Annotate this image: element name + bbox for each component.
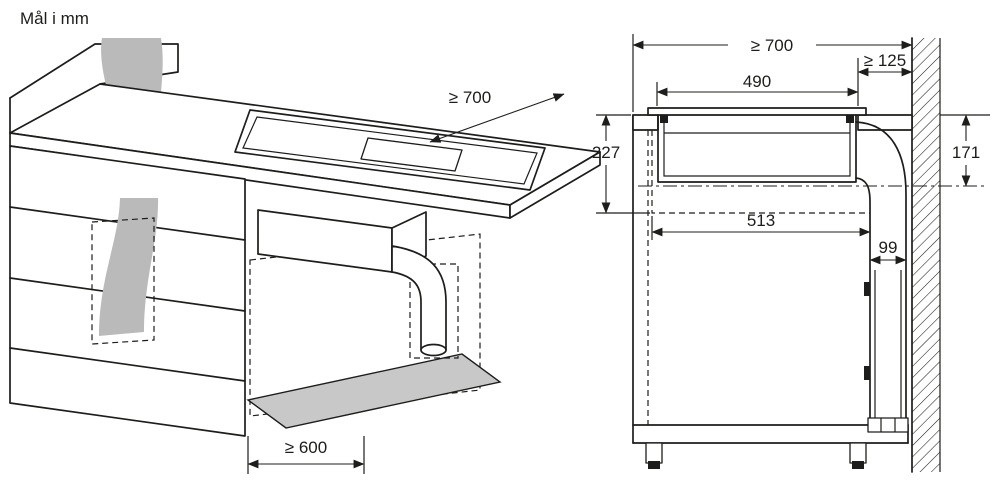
dim-duct-depth-label: 99 xyxy=(879,238,898,257)
dimension-install-height: 227 xyxy=(592,114,650,214)
dimension-cutout-width: 490 xyxy=(656,72,859,106)
duct-channel-outline-dashed xyxy=(91,217,155,345)
duct-outlet-grille xyxy=(867,417,909,433)
dim-niche-width-label: 513 xyxy=(747,211,775,230)
hob-section xyxy=(647,107,867,183)
wall-hatched xyxy=(911,37,941,473)
dim-min-worktop-depth-label: ≥ 700 xyxy=(449,88,491,107)
hob-air-inlet-grille xyxy=(360,137,463,172)
dimension-wall-clearance: ≥ 125 xyxy=(857,51,913,106)
base-panel xyxy=(246,353,502,429)
cabinet-feet xyxy=(645,442,867,469)
section-view: ≥ 700 ≥ 125 490 227 171 xyxy=(592,34,990,473)
dimension-hob-height: 171 xyxy=(940,114,990,187)
dimension-total-depth: ≥ 700 xyxy=(632,34,913,112)
worktop-section xyxy=(632,114,913,131)
exhaust-duct-band-lower xyxy=(99,198,159,336)
diagram-title: Mål i mm xyxy=(20,9,89,28)
duct-bracket-lower xyxy=(864,366,870,380)
dimension-niche-width: 513 xyxy=(651,211,871,240)
perspective-view: ≥ 700 ≥ 600 xyxy=(9,38,601,474)
duct-bracket-upper xyxy=(864,282,870,296)
dim-cutout-width-label: 490 xyxy=(743,72,771,91)
duct-section xyxy=(855,121,909,433)
cabinet-section xyxy=(632,114,909,444)
dim-total-depth-label: ≥ 700 xyxy=(751,36,793,55)
duct-elbow-pipe xyxy=(391,245,459,359)
dim-hob-height-label: 171 xyxy=(952,143,980,162)
dim-install-height-label: 227 xyxy=(592,143,620,162)
dimension-min-cabinet-width: ≥ 600 xyxy=(247,436,365,474)
dimension-min-worktop-depth: ≥ 700 xyxy=(429,88,565,143)
dim-wall-clearance-label: ≥ 125 xyxy=(864,51,906,70)
dimension-duct-depth: 99 xyxy=(869,238,907,265)
dim-min-cabinet-width-label: ≥ 600 xyxy=(285,438,327,457)
